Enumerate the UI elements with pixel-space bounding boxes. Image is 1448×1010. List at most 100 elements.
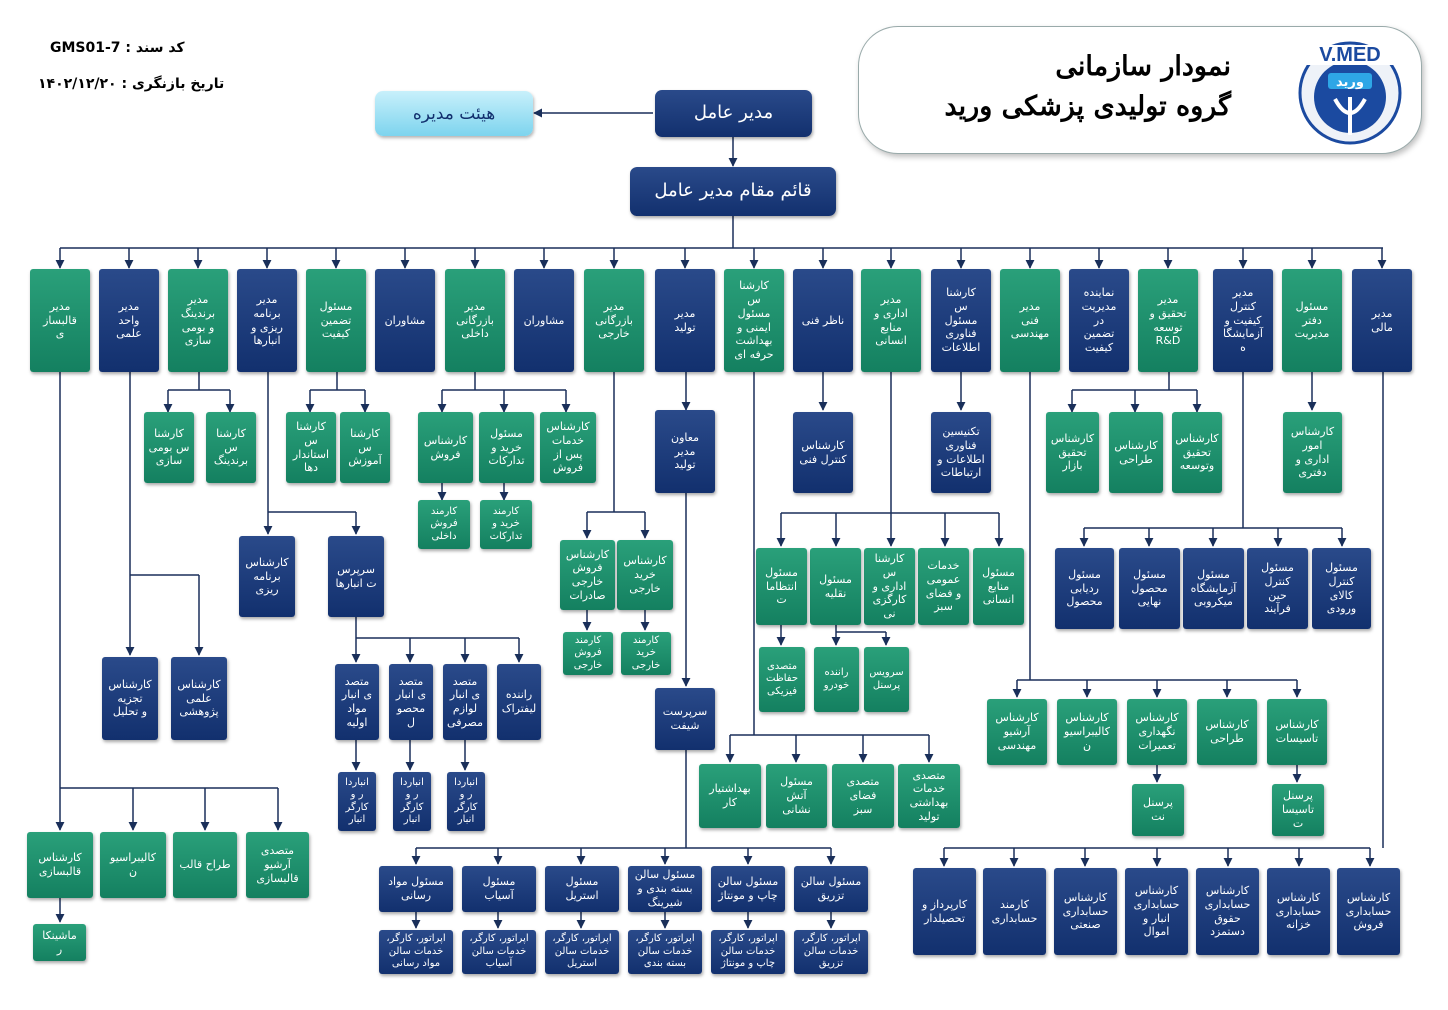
org-unit-box: سرپرس ت انبارها xyxy=(328,536,384,617)
org-unit-box: کارشناس حسابداری انبار و اموال xyxy=(1125,868,1188,955)
level1-manager-box: نماینده مدیریت در تضمین کیفیت xyxy=(1069,269,1129,372)
org-unit-box: کارمند فروش خارجی xyxy=(563,632,613,675)
org-unit-box: کارمند حسابداری xyxy=(983,868,1046,955)
org-unit-box: بهداشتیار کار xyxy=(699,764,761,828)
org-unit-box: اپراتور، کارگر، خدمات سالن آسیاب xyxy=(462,930,536,974)
org-unit-box: مسئول سالن چاپ و مونتاژ xyxy=(711,866,785,912)
org-unit-box: کارشناس فروش خارجی صادرات xyxy=(560,540,615,610)
level1-manager-box: مدیر تحقیق و توسعه R&D xyxy=(1138,269,1198,372)
org-unit-box: کارشناس کنترل فنی xyxy=(793,412,853,493)
org-unit-box: مسئول مواد رسانی xyxy=(379,866,453,912)
org-unit-box: کارشنا س استاندار دها xyxy=(286,412,336,483)
org-unit-box: کارشناس حسابداری صنعتی xyxy=(1054,868,1117,955)
deputy-ceo-box: قائم مقام مدیر عامل xyxy=(630,167,836,216)
org-unit-box: انباردا ر و کارگر انبار xyxy=(338,772,376,831)
level1-manager-box: مدیر مالی xyxy=(1352,269,1412,372)
org-unit-box: مسئول خرید و تدارکات xyxy=(479,412,534,483)
level1-manager-box: مدیر تولید xyxy=(655,269,715,372)
org-unit-box: تکنیسین فناوری اطلاعات و ارتباطات xyxy=(931,412,991,493)
org-unit-box: کالیبراسیو ن xyxy=(100,832,166,898)
org-unit-box: متصد ی انبار مواد اولیه xyxy=(335,664,379,740)
doc-code-label: کد سند : xyxy=(125,40,185,56)
org-unit-box: کارشناس تجزیه و تحلیل xyxy=(102,657,158,740)
org-unit-box: کارشناس خرید خارجی xyxy=(617,540,673,610)
org-unit-box: کارشناس برنامه ریزی xyxy=(239,536,295,617)
org-unit-box: کارشناس آرشیو مهندسی xyxy=(987,699,1047,765)
title-banner: نمودار سازمانی گروه تولیدی پزشکی ورید V.… xyxy=(858,26,1422,154)
org-unit-box: کارشناس علمی پژوهشی xyxy=(171,657,227,740)
org-unit-box: کارشناس طراحی xyxy=(1197,699,1257,765)
org-unit-box: خدمات عمومی و فضای سبز xyxy=(918,548,969,625)
org-unit-box: کارمند فروش داخلی xyxy=(418,500,470,549)
doc-code-value: GMS01-7 xyxy=(50,40,121,56)
org-unit-box: سرپرست شیفت xyxy=(655,688,715,750)
revision-label: تاریخ بازنگری : xyxy=(121,76,225,92)
board-of-directors-box: هیئت مدیره xyxy=(375,91,533,136)
level1-manager-box: مدیر اداری و منابع انسانی xyxy=(861,269,921,372)
org-unit-box: کارشناس تاسیسات xyxy=(1267,699,1327,765)
org-unit-box: مسئول کنترل حین فرآیند xyxy=(1247,548,1308,629)
org-unit-box: مسئول آزمایشگاه میکروبی xyxy=(1183,548,1244,629)
org-unit-box: متصدی حفاظت فیزیکی xyxy=(759,647,805,712)
org-unit-box: اپراتور، کارگر، خدمات سالن استریل xyxy=(545,930,619,974)
org-unit-box: مسئول سالن بسته بندی و شیرینگ xyxy=(628,866,702,912)
org-unit-box: متصدی خدمات بهداشتی تولید xyxy=(898,764,960,828)
level1-manager-box: مدیر فنی مهندسی xyxy=(1000,269,1060,372)
org-unit-box: کارشناس تحقیق بازار xyxy=(1046,412,1099,493)
org-unit-box: متصدی آرشیو قالبسازی xyxy=(246,832,309,898)
org-unit-box: کارشناس فروش xyxy=(418,412,473,483)
level1-manager-box: مدیر بازرگانی خارجی xyxy=(584,269,644,372)
org-unit-box: مسئول کنترل کالای ورودی xyxy=(1312,548,1371,629)
svg-text:ورید: ورید xyxy=(1336,75,1364,90)
level1-manager-box: مدیر واحد علمی xyxy=(99,269,159,372)
level1-manager-box: مسئول دفتر مدیریت xyxy=(1282,269,1342,372)
org-unit-box: کارشناس حسابداری فروش xyxy=(1337,868,1400,955)
org-unit-box: انباردا ر و کارگر انبار xyxy=(447,772,485,831)
org-unit-box: کارشناس قالبسازی xyxy=(27,832,93,898)
org-unit-box: کارشنا س اداری و کارگزی نی xyxy=(864,548,915,625)
org-unit-box: کارشناس خدمات پس از فروش xyxy=(540,412,596,483)
org-unit-box: کارشنا س آموزش xyxy=(340,412,390,483)
org-unit-box: مسئول نقلیه xyxy=(810,548,861,625)
org-unit-box: کارشناس تحقیق وتوسعه xyxy=(1172,412,1222,493)
org-unit-box: مسئول آسیاب xyxy=(462,866,536,912)
org-unit-box: راننده لیفتراک xyxy=(497,664,541,740)
level1-manager-box: کارشنا س مسئول ایمنی و بهداشت حرفه ای xyxy=(724,269,784,372)
company-name: گروه تولیدی پزشکی ورید xyxy=(944,91,1232,122)
org-unit-box: ماشینکا ر xyxy=(33,924,86,961)
org-unit-box: پرسنل تاسیسا ت xyxy=(1272,784,1324,836)
org-unit-box: کارمند خرید و تدارکات xyxy=(480,500,532,549)
org-unit-box: مسئول آتش نشانی xyxy=(766,764,827,828)
org-unit-box: کارشناس طراحی xyxy=(1109,412,1163,493)
level1-manager-box: مدیر برنامه ریزی و انبارها xyxy=(237,269,297,372)
level1-manager-box: ناظر فنی xyxy=(793,269,853,372)
org-unit-box: مسئول محصول نهایی xyxy=(1119,548,1180,629)
org-unit-box: کارمند خرید خارجی xyxy=(621,632,671,675)
org-unit-box: کارپرداز و تحصیلدار xyxy=(913,868,976,955)
level1-manager-box: مدیر برندینگ و بومی سازی xyxy=(168,269,228,372)
doc-code: کد سند : GMS01-7 xyxy=(50,40,185,56)
level1-manager-box: مدیر قالبساز ی xyxy=(30,269,90,372)
org-unit-box: معاون مدیر تولید xyxy=(655,410,715,493)
level1-manager-box: مدیر بازرگانی داخلی xyxy=(445,269,505,372)
level1-manager-box: مشاوران xyxy=(514,269,574,372)
org-unit-box: کارشناس حسابداری خزانه xyxy=(1267,868,1330,955)
org-unit-box: متصد ی انبار لوازم مصرفی xyxy=(443,664,487,740)
org-unit-box: مسئول سالن تزریق xyxy=(794,866,868,912)
org-unit-box: پرسنل نت xyxy=(1132,784,1184,836)
org-unit-box: مسئول ردیابی محصول xyxy=(1055,548,1114,629)
level1-manager-box: کارشنا س مسئول فناوری اطلاعات xyxy=(931,269,991,372)
level1-manager-box: مشاوران xyxy=(375,269,435,372)
org-unit-box: مسئول منابع انسانی xyxy=(973,548,1024,625)
org-unit-box: کارشناس حسابداری حقوق دستمزد xyxy=(1196,868,1259,955)
org-unit-box: کارشناس امور اداری و دفتری xyxy=(1283,412,1342,493)
revision-value: ۱۴۰۲/۱۲/۲۰ xyxy=(38,76,117,92)
company-logo: V.MED ورید xyxy=(1298,41,1402,145)
org-unit-box: راننده خودرو xyxy=(814,647,859,712)
org-unit-box: مسئول انتظاما ت xyxy=(756,548,807,625)
revision-date: تاریخ بازنگری : ۱۴۰۲/۱۲/۲۰ xyxy=(38,76,224,92)
org-unit-box: اپراتور، کارگر، خدمات سالن تزریق xyxy=(794,930,868,974)
svg-text:V.MED: V.MED xyxy=(1319,44,1381,66)
chart-title: نمودار سازمانی xyxy=(1055,51,1231,82)
